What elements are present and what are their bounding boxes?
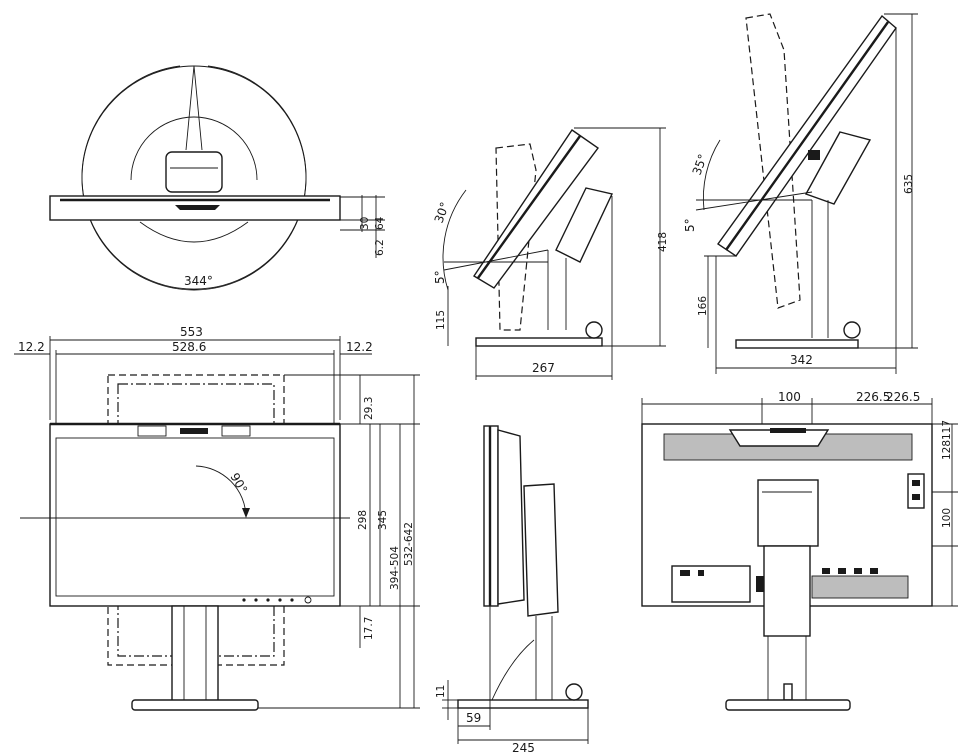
button-icon	[266, 598, 270, 602]
cable-line	[491, 639, 535, 701]
tilt-down-line	[695, 191, 813, 211]
side-view: 11 59 245	[435, 425, 589, 755]
rotation-line-right	[193, 65, 203, 151]
stand-column	[171, 605, 219, 703]
panel-back	[497, 429, 525, 605]
port-icon	[854, 568, 862, 574]
front-view: 553 528.6 12.2 12.2 90°	[14, 325, 420, 711]
pivot-arc	[195, 465, 247, 517]
port-icon	[822, 568, 830, 574]
stand-arc	[130, 116, 258, 181]
offset-59-label: 59	[466, 711, 481, 725]
rear-logo	[770, 428, 806, 433]
hinge-detail	[808, 150, 820, 160]
stand-base	[725, 699, 851, 711]
panel-front-edge	[477, 135, 581, 279]
base-depth-245-label: 245	[512, 741, 535, 755]
top-offset-label: 128	[941, 440, 953, 460]
offset-right2-label: 226.5	[886, 390, 920, 404]
button-icon	[290, 598, 294, 602]
logo-mark	[175, 205, 220, 210]
side-port-block	[907, 473, 925, 509]
tilt-down-label: 5°	[433, 270, 447, 284]
tilt-up-label: 35°	[690, 152, 710, 177]
offset-right-label: 226.5	[856, 390, 890, 404]
screen-height-label: 298	[357, 510, 369, 530]
tilt-up-label: 30°	[432, 200, 452, 225]
front-buttons	[242, 596, 312, 604]
port-icon	[680, 570, 690, 576]
height-adjust-532-label: 532-642	[403, 522, 415, 566]
height-11-label: 11	[435, 685, 447, 698]
bezel-left-label: 12.2	[18, 340, 45, 354]
max-tilt-view: 35° 5° 166 635 342	[683, 13, 918, 374]
vesa-height-label: 100	[941, 508, 953, 528]
panel-front-edge	[725, 21, 889, 251]
sensor-housing	[137, 425, 167, 437]
top-view: 30 64 6.2 344°	[49, 65, 386, 291]
port-icon	[698, 570, 704, 576]
cable-holder	[585, 321, 603, 339]
stand-column	[763, 545, 811, 637]
tilt-arc	[442, 189, 467, 291]
bottom-bezel-label: 17.7	[363, 617, 375, 640]
rotation-arc-344	[81, 65, 307, 290]
button-icon	[254, 598, 258, 602]
top-offset2-label: 117	[941, 420, 953, 440]
button-icon	[278, 598, 282, 602]
rear-view: 100 226.5 226.5 128 117 100	[641, 390, 958, 711]
vesa-width-label: 100	[778, 390, 801, 404]
screen-area	[55, 437, 335, 597]
cable-clip	[783, 683, 793, 701]
power-button-icon	[304, 596, 312, 604]
stand-base	[131, 699, 259, 711]
port-icon	[870, 568, 878, 574]
height-adjust-394-label: 394-504	[389, 546, 401, 590]
stand-base-arc	[139, 221, 249, 243]
frame-height-label: 345	[377, 510, 389, 530]
stand-base	[475, 337, 603, 347]
dim-64: 64	[374, 216, 386, 230]
stand-hinge	[804, 131, 872, 205]
tilt-ghost-outline	[495, 143, 537, 331]
stand-base	[735, 339, 859, 349]
height-635-label: 635	[903, 174, 915, 194]
width-528-label: 528.6	[172, 340, 206, 354]
top-bezel-label: 29.3	[363, 397, 375, 420]
sensor-housing	[221, 425, 251, 437]
front-logo	[180, 428, 208, 434]
stand-hinge	[523, 483, 559, 617]
cable-holder	[843, 321, 861, 339]
base-depth-267-label: 267	[532, 361, 555, 375]
rotation-line-left	[185, 65, 195, 151]
stand-hinge	[555, 187, 614, 263]
port-icon	[756, 576, 764, 592]
tilted-panel	[473, 129, 599, 289]
port-icon	[912, 480, 920, 486]
rear-vent	[811, 575, 909, 599]
monitor-front	[49, 423, 341, 607]
stand-base	[457, 699, 589, 709]
button-icon	[242, 598, 246, 602]
stand-neck-top	[165, 151, 223, 193]
width-553-label: 553	[180, 325, 203, 339]
dim-30: 30	[359, 217, 371, 230]
vesa-mount	[757, 479, 819, 547]
tilt-down-label: 5°	[683, 218, 697, 232]
depth-342-label: 342	[790, 353, 813, 367]
pivot-arrow	[242, 508, 250, 518]
cable-holder	[565, 683, 583, 701]
tilt-down-line	[443, 249, 549, 271]
port-icon	[912, 494, 920, 500]
tilt-arc	[702, 139, 721, 211]
rotation-angle-label: 344°	[184, 274, 213, 288]
tilt-side-view: 30° 5° 115 418 267	[432, 127, 669, 380]
port-icon	[838, 568, 846, 574]
height-418-label: 418	[657, 232, 669, 252]
height-166-label: 166	[697, 296, 709, 316]
bezel-right-label: 12.2	[346, 340, 373, 354]
dim-6-2: 6.2	[374, 239, 386, 256]
height-115-label: 115	[435, 310, 447, 330]
